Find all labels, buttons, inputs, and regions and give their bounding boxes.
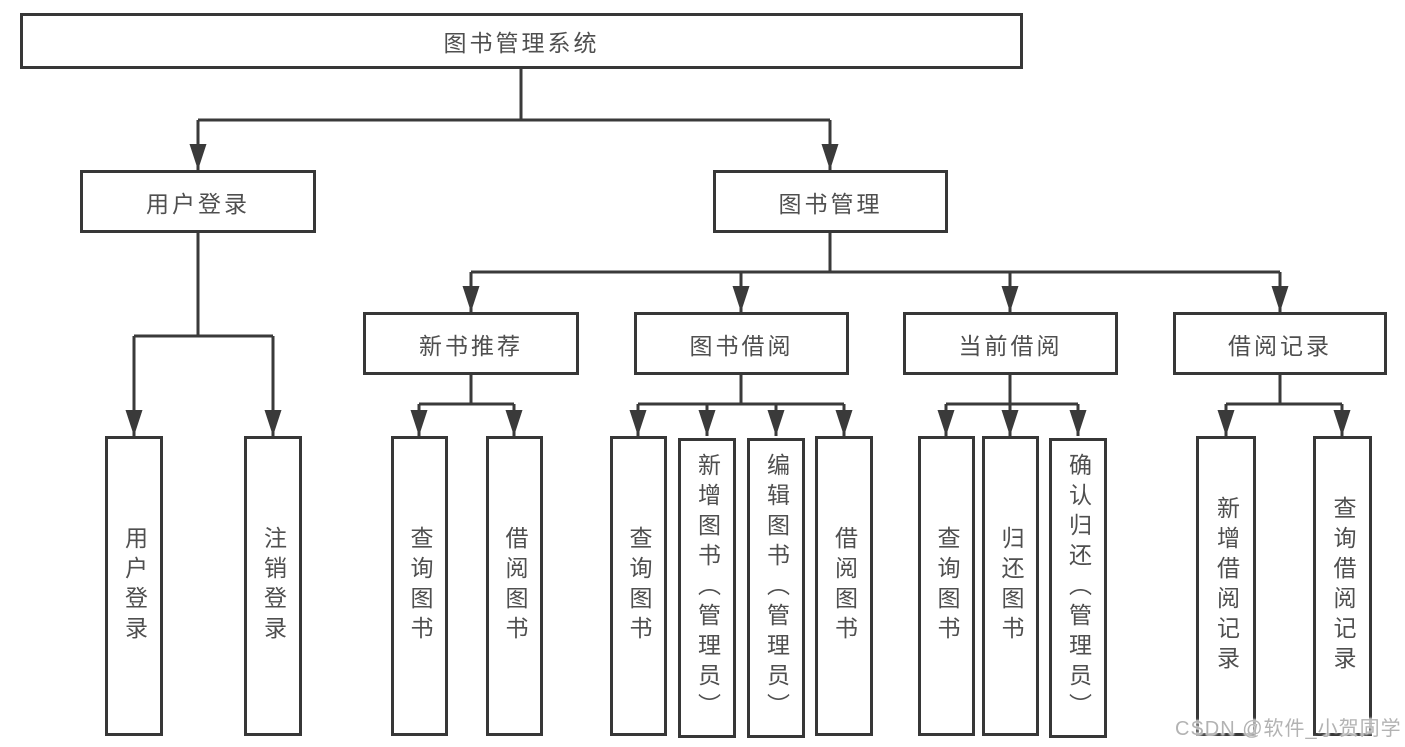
leaf-query-books-recommend: 查询图书	[391, 436, 448, 736]
leaf-query-books-current: 查询图书	[918, 436, 975, 736]
node-new-book-recommend-label: 新书推荐	[419, 332, 523, 359]
arrowhead-icon	[1001, 410, 1019, 436]
connector-path	[132, 67, 1344, 436]
node-borrowing-records-label: 借阅记录	[1228, 332, 1332, 359]
leaf-borrow-books-borrowing-label: 借阅图书	[831, 526, 858, 646]
node-book-borrowing-label: 图书借阅	[689, 332, 794, 359]
arrowhead-icon	[937, 410, 955, 436]
arrowhead-icon	[835, 410, 853, 436]
arrowhead-icon	[505, 410, 523, 436]
arrowhead-icon	[462, 286, 480, 312]
leaf-user-login: 用户登录	[105, 436, 163, 736]
node-library-system-label: 图书管理系统	[443, 30, 600, 56]
leaf-logout-label: 注销登录	[260, 526, 287, 646]
arrowhead-icon	[732, 286, 750, 312]
leaf-borrow-books-recommend: 借阅图书	[486, 436, 543, 736]
node-book-management: 图书管理	[713, 170, 948, 233]
arrowhead-icon	[767, 410, 785, 436]
leaf-confirm-return-admin-label: 确认归还（管理员）	[1065, 453, 1092, 723]
arrowhead-icon	[1069, 410, 1087, 436]
leaf-logout: 注销登录	[244, 436, 302, 736]
leaf-add-borrow-record-label: 新增借阅记录	[1213, 496, 1240, 676]
arrowhead-icon	[189, 144, 207, 170]
node-library-system: 图书管理系统	[20, 13, 1023, 69]
arrowhead-icon	[698, 410, 716, 436]
leaf-edit-books-admin-label: 编辑图书（管理员）	[763, 453, 790, 723]
leaf-confirm-return-admin: 确认归还（管理员）	[1049, 438, 1107, 738]
node-user-login-branch-label: 用户登录	[146, 190, 250, 217]
arrowhead-icon	[264, 410, 282, 436]
leaf-query-books-current-label: 查询图书	[934, 526, 960, 646]
node-current-borrowing: 当前借阅	[903, 312, 1118, 375]
arrowhead-icon	[1271, 286, 1289, 312]
leaf-query-books-borrowing-label: 查询图书	[626, 526, 652, 646]
node-borrowing-records: 借阅记录	[1173, 312, 1387, 375]
arrowhead-icon	[821, 144, 839, 170]
node-book-borrowing: 图书借阅	[634, 312, 849, 375]
csdn-watermark: CSDN @软件_小贺同学	[1175, 718, 1402, 740]
leaf-borrow-books-recommend-label: 借阅图书	[502, 526, 528, 646]
arrowhead-icon	[410, 410, 428, 436]
leaf-return-books-label: 归还图书	[998, 526, 1024, 646]
arrowhead-icon	[1217, 410, 1235, 436]
leaf-edit-books-admin: 编辑图书（管理员）	[747, 438, 805, 738]
arrowhead-icon	[1333, 410, 1351, 436]
leaf-user-login-label: 用户登录	[121, 526, 148, 646]
arrowhead-icon	[125, 410, 143, 436]
leaf-add-books-admin-label: 新增图书（管理员）	[694, 453, 721, 723]
leaf-add-borrow-record: 新增借阅记录	[1196, 436, 1256, 736]
leaf-add-books-admin: 新增图书（管理员）	[678, 438, 736, 738]
leaf-query-books-recommend-label: 查询图书	[407, 526, 433, 646]
leaf-query-borrow-record: 查询借阅记录	[1313, 436, 1372, 736]
arrowhead-icon	[629, 410, 647, 436]
leaf-query-books-borrowing: 查询图书	[610, 436, 667, 736]
node-new-book-recommend: 新书推荐	[363, 312, 579, 375]
node-book-management-label: 图书管理	[778, 190, 883, 217]
node-current-borrowing-label: 当前借阅	[958, 332, 1063, 359]
leaf-borrow-books-borrowing: 借阅图书	[815, 436, 873, 736]
leaf-query-borrow-record-label: 查询借阅记录	[1330, 496, 1356, 676]
leaf-return-books: 归还图书	[982, 436, 1039, 736]
arrowhead-icon	[1001, 286, 1019, 312]
node-user-login-branch: 用户登录	[80, 170, 316, 233]
